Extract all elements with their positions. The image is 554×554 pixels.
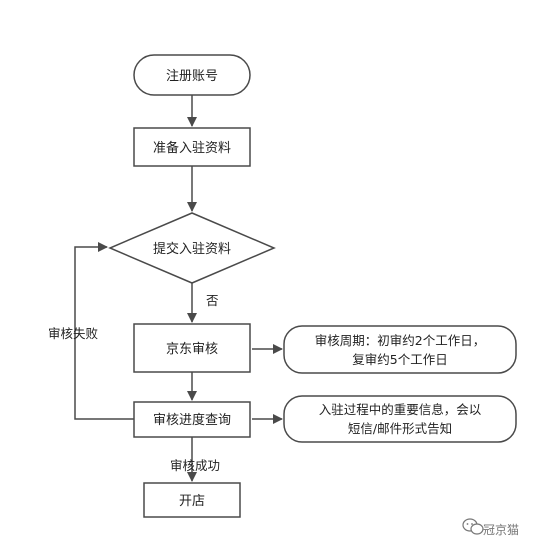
edge-label-fail: 审核失败 <box>48 326 99 341</box>
node-prepare-label: 准备入驻资料 <box>153 140 231 156</box>
node-prepare: 准备入驻资料 <box>133 127 251 167</box>
node-submit-decision: 提交入驻资料 <box>108 212 276 284</box>
node-register: 注册账号 <box>133 54 251 96</box>
note-review-cycle: 审核周期：初审约2个工作日， 复审约5个工作日 <box>283 325 517 374</box>
watermark-text: 冠京猫 <box>483 523 519 537</box>
note-notification: 入驻过程中的重要信息，会以 短信/邮件形式告知 <box>283 395 517 443</box>
note-review-cycle-line1: 审核周期：初审约2个工作日， <box>315 333 485 348</box>
node-query-label: 审核进度查询 <box>153 412 231 428</box>
node-review-label: 京东审核 <box>166 342 218 357</box>
node-open-label: 开店 <box>179 494 205 509</box>
wechat-icon <box>462 518 484 535</box>
node-review: 京东审核 <box>133 323 251 373</box>
node-submit-label: 提交入驻资料 <box>153 241 231 257</box>
node-query: 审核进度查询 <box>133 401 251 438</box>
edge-label-success: 审核成功 <box>170 458 220 473</box>
watermark: 冠京猫 <box>462 518 519 537</box>
node-register-label: 注册账号 <box>166 69 218 84</box>
note-notification-line1: 入驻过程中的重要信息，会以 <box>319 402 482 417</box>
edge-fail-loop <box>74 242 134 420</box>
node-open: 开店 <box>143 482 241 518</box>
note-notification-line2: 短信/邮件形式告知 <box>348 421 452 436</box>
edge-label-no: 否 <box>206 293 219 308</box>
note-review-cycle-line2: 复审约5个工作日 <box>352 352 447 367</box>
